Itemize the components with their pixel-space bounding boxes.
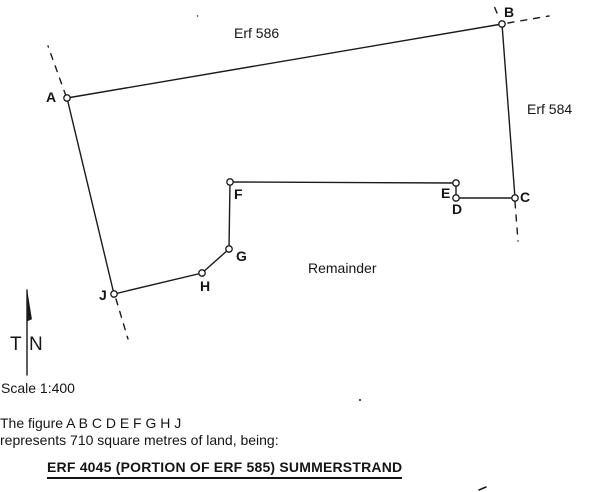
extension-beyond-A [47,45,67,97]
vertex-label-B: B [504,4,515,20]
vertex-A-marker [63,94,71,102]
figure-caption-line1: The figure A B C D E F G H J [0,415,182,431]
north-arrow [26,289,32,376]
speck [359,399,361,401]
vertex-G-marker [225,245,233,253]
vertex-D-marker [452,194,460,202]
true-north-label-t: T [10,334,22,355]
vertex-label-G: G [236,248,248,264]
vertex-B-marker [498,20,506,28]
true-north-label-n: N [29,334,43,355]
scale-label: Scale 1:400 [1,380,75,396]
vertex-label-A: A [46,89,57,105]
speck [478,486,487,491]
boundary-extension-lines [47,0,550,340]
vertex-J-marker [110,290,118,298]
scan-specks [196,15,487,491]
vertex-label-J: J [99,287,108,303]
vertex-H-marker [198,269,206,277]
vertex-C-marker [511,194,519,202]
parcel-boundary [66,23,516,295]
vertex-F-marker [226,178,234,186]
vertex-label-F: F [234,186,243,202]
diagram-title: ERF 4045 (PORTION OF ERF 585) SUMMERSTRA… [47,459,403,479]
extension-above-B [491,0,498,14]
vertex-E-marker [452,179,460,187]
north-arrow-barb [26,290,32,322]
vertex-label-C: C [520,189,531,205]
vertex-label-D: D [452,201,463,217]
parcel-label-erf-584: Erf 584 [527,101,573,117]
parcel-label-remainder: Remainder [308,260,377,276]
extension-below-J [115,298,129,340]
speck [196,15,199,17]
figure-caption-line2: represents 710 square metres of land, be… [0,432,279,448]
vertex-markers [63,20,519,298]
parcel-label-erf-586: Erf 586 [234,25,280,41]
vertex-label-E: E [441,185,451,201]
vertex-label-H: H [200,278,211,294]
extension-below-C [514,201,519,242]
figure-caption: The figure A B C D E F G H J represents … [0,415,279,449]
